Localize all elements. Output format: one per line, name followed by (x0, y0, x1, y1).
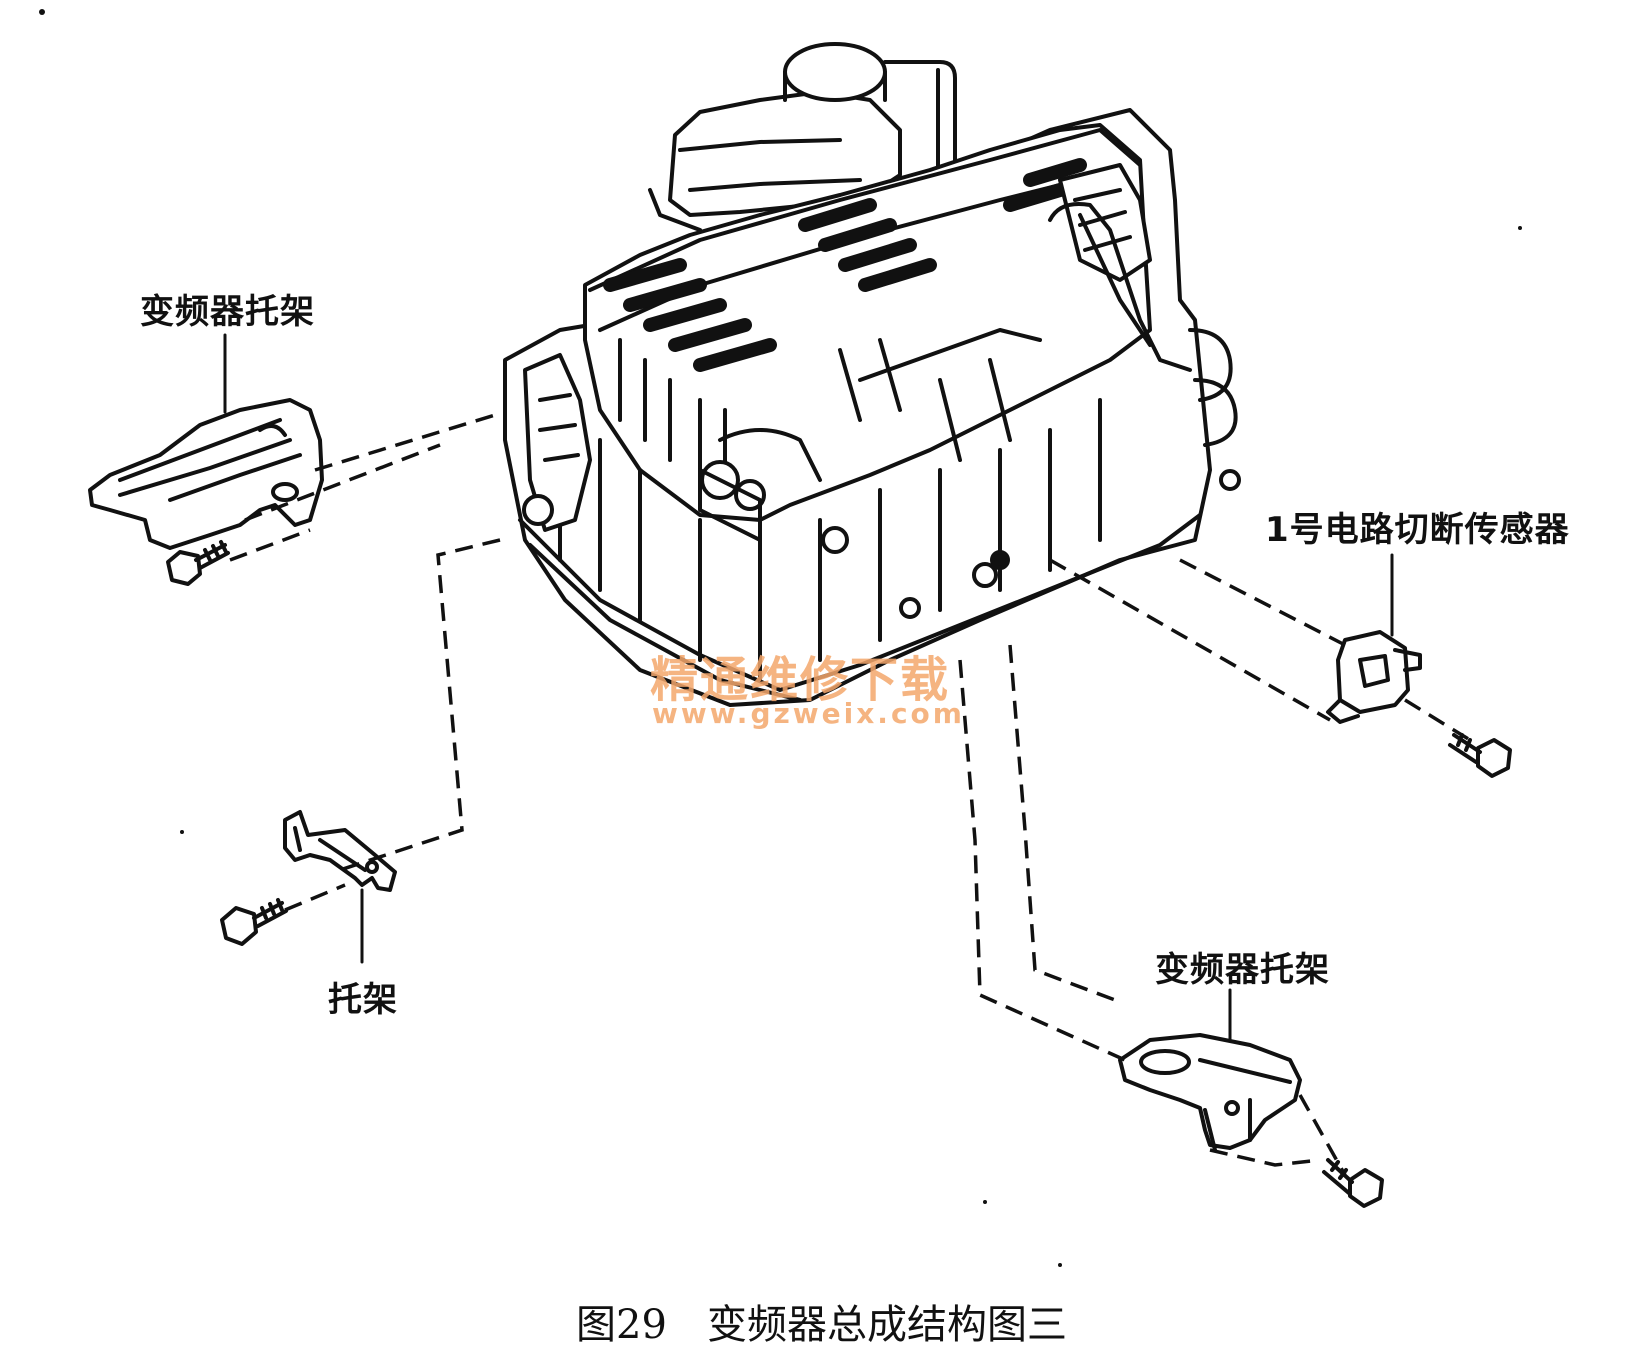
label-bracket: 托架 (328, 980, 398, 1020)
figure-title: 变频器总成结构图三 (706, 1302, 1067, 1348)
figure-caption: 图29 变频器总成结构图三 (0, 1292, 1643, 1350)
assembly-guide-lines (229, 413, 1471, 1176)
leader-lines (223, 333, 1394, 1042)
inverter-housing (503, 108, 1241, 707)
label-inverter-bracket-right: 变频器托架 (1155, 950, 1330, 990)
inverter-assembly (503, 42, 1241, 707)
label-inverter-bracket-left: 变频器托架 (140, 292, 315, 332)
bolt-left (166, 540, 230, 586)
inverter-bracket-right (1118, 1033, 1302, 1152)
bolt-small-bracket (220, 898, 288, 946)
label-circuit-breaker-sensor: 1号电路切断传感器 (1265, 510, 1570, 550)
inverter-bracket-left (88, 398, 324, 550)
bolt-right-bracket (1322, 1158, 1384, 1208)
watermark-url: www.gzweix.com (652, 697, 965, 730)
figure-number: 图29 (576, 1302, 667, 1348)
small-bracket (283, 810, 397, 892)
coolant-reservoir (648, 42, 957, 232)
bolt-sensor (1448, 733, 1512, 778)
print-specks (39, 9, 1522, 1267)
circuit-breaker-sensor (1326, 630, 1422, 724)
watermark-title: 精通维修下载 (650, 652, 951, 708)
